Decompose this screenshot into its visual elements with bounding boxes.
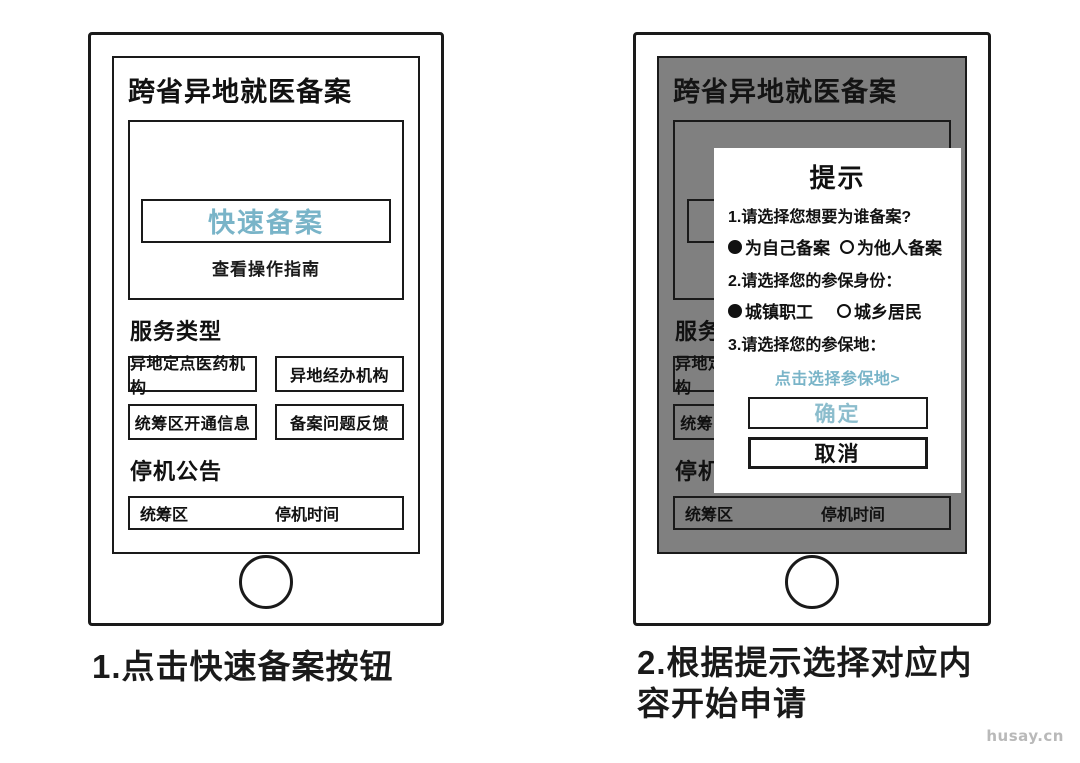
- home-button[interactable]: [239, 555, 293, 609]
- phone-screen-step-1: 跨省异地就医备案 快速备案 查看操作指南 服务类型 异地定点医药机构 异地经办机…: [112, 56, 420, 554]
- radio-option-urban-employee[interactable]: 城镇职工: [728, 298, 813, 323]
- watermark: husay.cn: [986, 727, 1064, 745]
- radio-filled-icon: [728, 303, 742, 318]
- notice-col-region-dimmed: 统筹区: [685, 506, 734, 524]
- confirm-button[interactable]: 确定: [747, 397, 928, 429]
- radio-empty-icon: [840, 239, 854, 254]
- radio-filled-icon: [728, 239, 742, 254]
- caption-step-1: 1.点击快速备案按钮: [92, 648, 394, 685]
- notice-section-title: 停机公告: [130, 458, 223, 484]
- radio-option-urban-rural-resident[interactable]: 城乡居民: [837, 298, 922, 323]
- caption-step-2: 2.根据提示选择对应内容开始申请: [637, 644, 973, 723]
- service-button-feedback[interactable]: 备案问题反馈: [275, 403, 404, 440]
- app-title: 跨省异地就医备案: [128, 77, 352, 107]
- cancel-button[interactable]: 取消: [747, 437, 928, 469]
- hero-card: 快速备案 查看操作指南: [128, 119, 404, 300]
- radio-label-self: 为自己备案: [745, 239, 830, 258]
- radio-option-self[interactable]: 为自己备案: [728, 234, 830, 259]
- notice-table-header: 统筹区 停机时间: [128, 495, 404, 530]
- radio-label-urban-employee: 城镇职工: [745, 303, 813, 322]
- notice-col-downtime-dimmed: 停机时间: [820, 506, 885, 524]
- select-insured-place-link[interactable]: 点击选择参保地>: [774, 371, 901, 388]
- service-button-region-info[interactable]: 统筹区开通信息: [128, 403, 257, 440]
- notice-col-downtime: 停机时间: [274, 506, 339, 524]
- service-type-grid: 异地定点医药机构 异地经办机构 统筹区开通信息 备案问题反馈: [128, 355, 404, 440]
- phone-mockup-step-1: 跨省异地就医备案 快速备案 查看操作指南 服务类型 异地定点医药机构 异地经办机…: [88, 32, 444, 626]
- dialog-question-1: 1.请选择您想要为谁备案?: [728, 209, 912, 226]
- view-guide-link[interactable]: 查看操作指南: [212, 259, 320, 279]
- quick-filing-button[interactable]: 快速备案: [141, 198, 391, 243]
- radio-empty-icon: [837, 303, 851, 318]
- app-title-dimmed: 跨省异地就医备案: [673, 77, 897, 107]
- radio-label-other: 为他人备案: [857, 239, 942, 258]
- phone-mockup-step-2: 跨省异地就医备案 快速备案 查看操作指南 服务类型 异地定点医药机构 异地经办机…: [633, 32, 991, 626]
- filing-prompt-dialog: 提示 1.请选择您想要为谁备案? 为自己备案 为他人备案 2.请选择您的参保身份…: [714, 148, 961, 493]
- dialog-q2-options: 城镇职工 城乡居民: [728, 298, 947, 323]
- home-button[interactable]: [785, 555, 839, 609]
- service-section-title: 服务类型: [130, 318, 223, 344]
- service-button-pharmacy[interactable]: 异地定点医药机构: [128, 355, 257, 397]
- radio-label-urban-rural-resident: 城乡居民: [854, 303, 922, 322]
- notice-col-region: 统筹区: [140, 506, 189, 524]
- dialog-question-2: 2.请选择您的参保身份：: [728, 273, 902, 290]
- radio-option-other[interactable]: 为他人备案: [840, 234, 942, 259]
- notice-table-header-dimmed: 统筹区 停机时间: [673, 495, 951, 530]
- dialog-title: 提示: [809, 163, 866, 193]
- phone-screen-step-2: 跨省异地就医备案 快速备案 查看操作指南 服务类型 异地定点医药机构 异地经办机…: [657, 56, 967, 554]
- dialog-q1-options: 为自己备案 为他人备案: [728, 234, 947, 259]
- service-button-agency[interactable]: 异地经办机构: [275, 355, 404, 392]
- dialog-question-3: 3.请选择您的参保地：: [728, 337, 886, 354]
